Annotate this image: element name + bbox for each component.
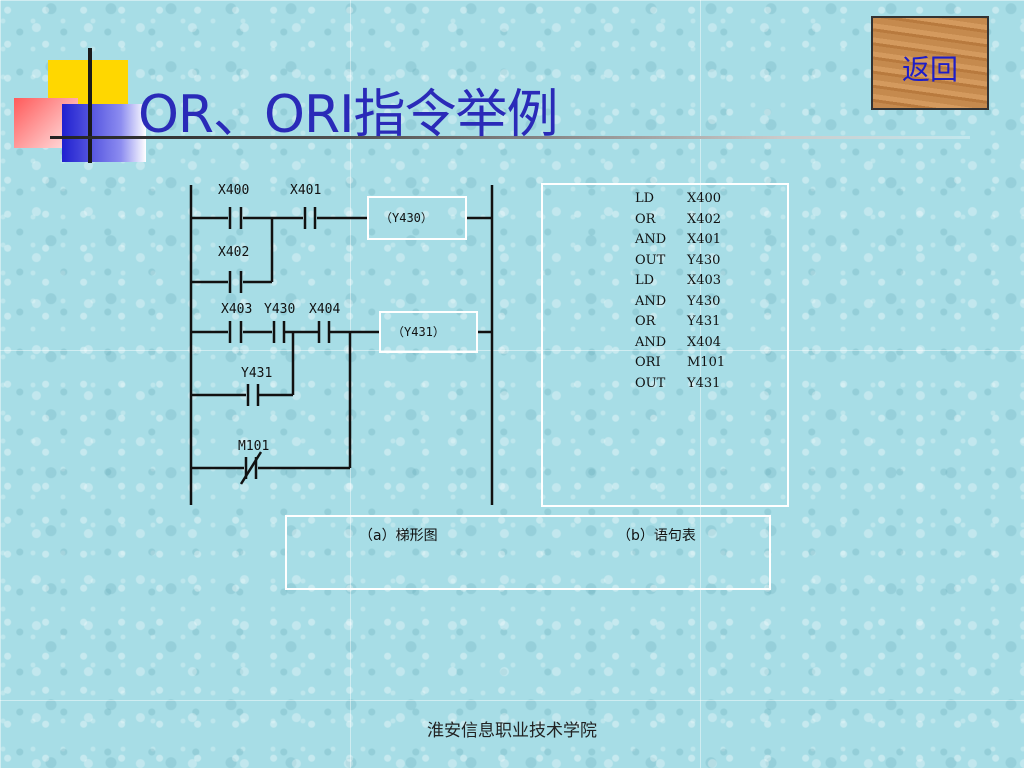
coil-box-y431 <box>379 311 478 353</box>
caption-ladder-diagram: （a）梯形图 <box>359 528 438 544</box>
footer-school-name: 淮安信息职业技术学院 <box>427 721 597 741</box>
label-y431: Y431 <box>241 366 272 381</box>
back-button[interactable]: 返回 <box>871 16 989 110</box>
caption-statement-table: （b）语句表 <box>617 528 696 544</box>
decor-blue-square <box>62 104 146 162</box>
label-y430: Y430 <box>264 302 295 317</box>
caption-box: （a）梯形图 （b）语句表 <box>285 515 771 590</box>
coil-box-y430 <box>367 196 467 240</box>
label-x403: X403 <box>221 302 252 317</box>
coil-label-y431: （Y431） <box>392 325 445 339</box>
label-m101: M101 <box>238 439 269 454</box>
coil-label-y430: （Y430） <box>380 211 433 225</box>
label-x402: X402 <box>218 245 249 260</box>
label-x404: X404 <box>309 302 340 317</box>
label-x401: X401 <box>290 183 321 198</box>
page-title: OR、ORI指令举例 <box>138 85 558 145</box>
contact-m101-slash <box>239 451 263 485</box>
title-underline <box>50 136 970 139</box>
back-button-label: 返回 <box>901 53 958 86</box>
label-x400: X400 <box>218 183 249 198</box>
decor-vertical-line <box>88 48 92 163</box>
